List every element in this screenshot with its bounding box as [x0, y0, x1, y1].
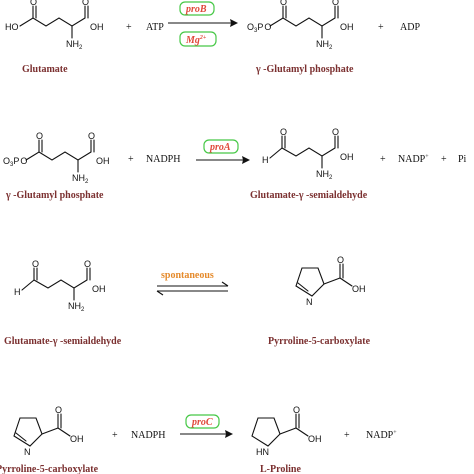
atom-o: O — [88, 131, 95, 141]
l-proline-structure: O OH HN — [251, 405, 322, 457]
atom-o: O — [332, 0, 339, 7]
pyrroline-carboxylate-structure: O OH N — [295, 255, 366, 307]
atom-o3p: O3PO — [247, 22, 271, 34]
atom-nh2: NH2 — [66, 39, 83, 51]
cofactor-label: Mg2+ — [185, 35, 207, 46]
glutamate-semialdehyde-structure: O O H OH NH2 — [262, 127, 354, 181]
atom-o: O — [332, 127, 339, 137]
reagent-atp: ATP — [146, 22, 164, 33]
enzyme-label-prob: proB — [185, 4, 207, 15]
atom-o: O — [55, 405, 62, 415]
atom-oh: OH — [92, 284, 106, 294]
enzyme-box-proc: proC — [185, 414, 220, 429]
atom-n: N — [306, 297, 313, 307]
equilibrium-arrows — [156, 281, 229, 296]
atom-oh: OH — [70, 434, 84, 444]
reagent-nadph: NADPH — [146, 154, 180, 165]
atom-nh2: NH2 — [72, 173, 89, 185]
atom-oh: OH — [340, 22, 354, 32]
atom-oh: OH — [90, 22, 104, 32]
reagent-pi: Pi — [458, 154, 467, 165]
glutamate-structure: O O HO OH NH2 — [5, 0, 104, 51]
arrowhead — [230, 19, 238, 27]
plus-sign: + — [112, 430, 118, 441]
atom-oh: OH — [352, 284, 366, 294]
compound-label-glutamyl-phosphate: γ -Glutamyl phosphate — [5, 190, 104, 201]
plus-sign: + — [128, 154, 134, 165]
atom-o: O — [280, 0, 287, 7]
compound-label-l-proline: L-Proline — [260, 464, 301, 474]
atom-h: H — [262, 155, 269, 165]
atom-nh2: NH2 — [316, 169, 333, 181]
atom-h: H — [14, 287, 21, 297]
enzyme-box-prob: proB — [179, 1, 215, 16]
atom-o: O — [280, 127, 287, 137]
enzyme-label-proc: proC — [191, 417, 213, 428]
atom-oh: OH — [308, 434, 322, 444]
plus-sign: + — [344, 430, 350, 441]
plus-sign: + — [380, 154, 386, 165]
atom-oh: OH — [340, 152, 354, 162]
plus-sign: + — [378, 22, 384, 33]
reagent-adp: ADP — [400, 22, 420, 33]
atom-nh2: NH2 — [68, 301, 85, 313]
plus-sign: + — [441, 154, 447, 165]
atom-o: O — [84, 259, 91, 269]
pyrroline-carboxylate-structure-2: O OH N — [13, 405, 84, 457]
reagent-nadp: NADP+ — [398, 154, 429, 165]
glutamyl-phosphate-structure-2: O O O3PO OH NH2 — [3, 131, 110, 185]
atom-o: O — [337, 255, 344, 265]
atom-o: O — [82, 0, 89, 7]
atom-oh: OH — [96, 156, 110, 166]
atom-ho: HO — [5, 22, 19, 32]
atom-o: O — [30, 0, 37, 7]
atom-n: N — [24, 447, 31, 457]
compound-label-glutamate-semialdehyde: Glutamate-γ -semialdehyde — [250, 190, 368, 201]
atom-o: O — [32, 259, 39, 269]
atom-nh: HN — [256, 447, 269, 457]
compound-label-glutamate: Glutamate — [22, 64, 68, 75]
atom-o: O — [293, 405, 300, 415]
glutamate-semialdehyde-structure-2: O O H OH NH2 — [14, 259, 106, 313]
enzyme-label-proa: proA — [209, 142, 231, 153]
atom-nh2: NH2 — [316, 39, 333, 51]
cofactor-box-mg: Mg2+ — [179, 31, 217, 47]
reagent-nadph: NADPH — [131, 430, 165, 441]
glutamyl-phosphate-structure: O O O3PO OH NH2 — [247, 0, 354, 51]
spontaneous-label: spontaneous — [161, 270, 214, 281]
compound-label-pyrroline-carboxylate: Pyrroline-5-carboxylate — [0, 464, 99, 474]
atom-o3p: O3PO — [3, 156, 27, 168]
enzyme-box-proa: proA — [203, 139, 239, 154]
compound-label-glutamyl-phosphate: γ -Glutamyl phosphate — [255, 64, 354, 75]
reagent-nadp: NADP+ — [366, 430, 397, 441]
compound-label-pyrroline-carboxylate: Pyrroline-5-carboxylate — [268, 336, 371, 347]
atom-o: O — [36, 131, 43, 141]
plus-sign: + — [126, 22, 132, 33]
compound-label-glutamate-semialdehyde: Glutamate-γ -semialdehyde — [4, 336, 122, 347]
arrowhead — [225, 430, 233, 438]
arrowhead — [242, 156, 250, 164]
